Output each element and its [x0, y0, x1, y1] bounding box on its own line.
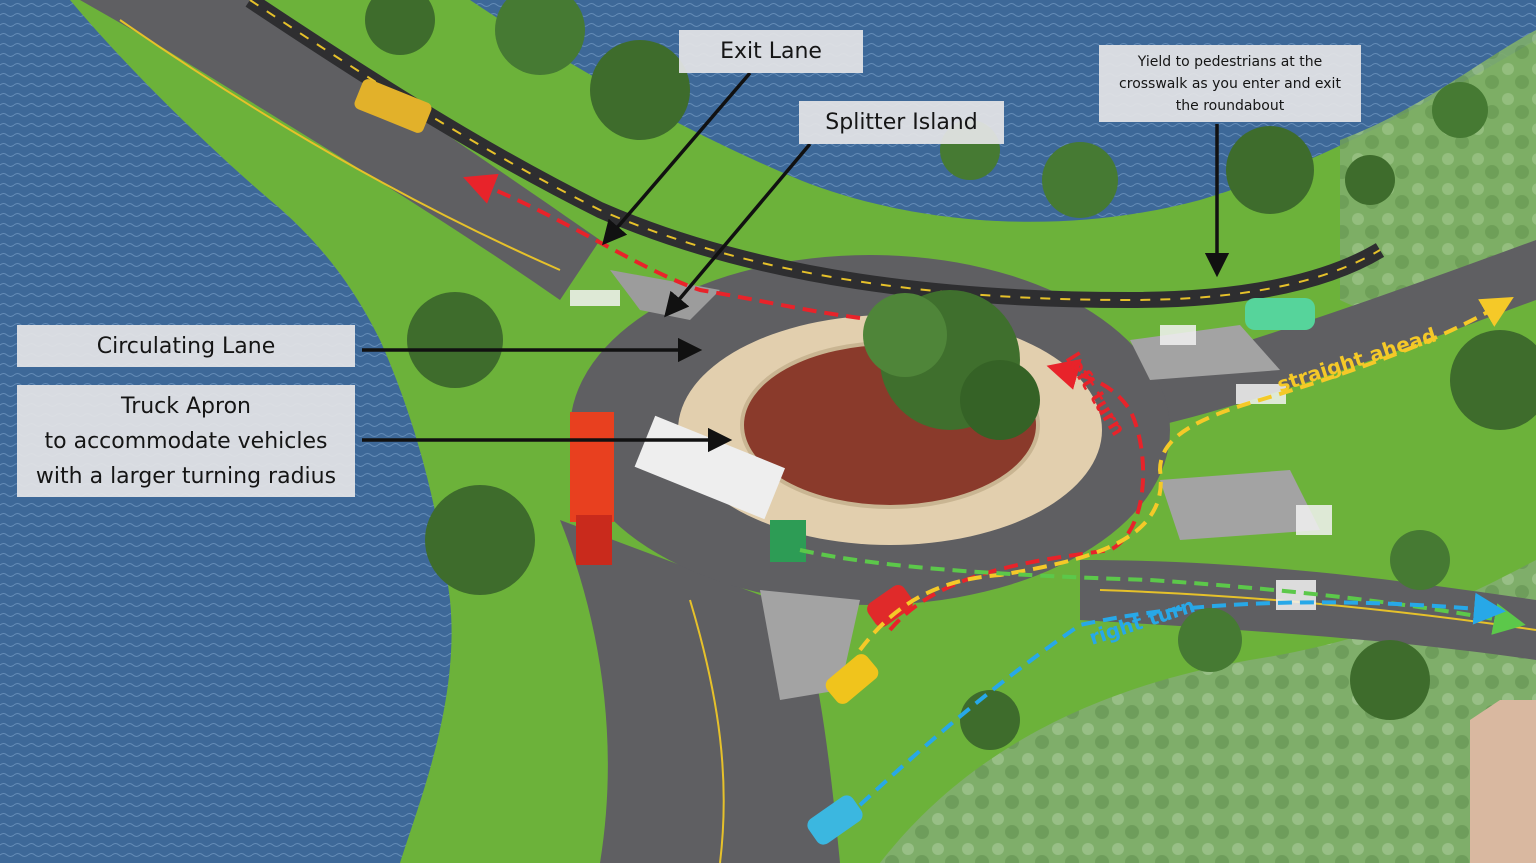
- splitter-island-text: Splitter Island: [825, 110, 978, 135]
- green-truck-cab: [770, 520, 806, 562]
- red-truck-trailer: [570, 412, 614, 522]
- building: [1470, 700, 1536, 863]
- trees: [365, 0, 1536, 750]
- callout-arrows: [362, 71, 1230, 453]
- exit-lane-text: Exit Lane: [720, 39, 822, 64]
- splitter-island-callout: Splitter Island: [799, 101, 1004, 144]
- exit-lane-route: [463, 173, 861, 320]
- splitter-island-pointer: [664, 142, 812, 318]
- right-turn-route: [858, 592, 1506, 807]
- splitter-island-bottom: [760, 590, 860, 700]
- truck-apron-text-line3: with a larger turning radius: [35, 463, 337, 489]
- exit-lane-callout: Exit Lane: [679, 30, 863, 73]
- yield-text-line2: crosswalk as you enter and exit: [1119, 75, 1341, 92]
- truck-apron-text-line2: to accommodate vehicles: [44, 428, 328, 454]
- yellow-car: [825, 654, 879, 704]
- yield-text-line1: Yield to pedestrians at the: [1137, 53, 1323, 70]
- teal-car: [1245, 298, 1315, 330]
- red-truck-cab: [576, 515, 612, 565]
- truck-apron-text-line1: Truck Apron: [120, 393, 251, 419]
- yield-callout: Yield to pedestrians at the crosswalk as…: [1099, 45, 1361, 122]
- straight-ahead-route: [858, 296, 1514, 652]
- crosswalks: [570, 290, 1332, 610]
- blue-car: [807, 795, 863, 845]
- red-car: [867, 585, 913, 627]
- exit-lane-pointer: [602, 71, 752, 246]
- yield-text-line3: the roundabout: [1175, 97, 1285, 114]
- splitter-island-right: [1160, 470, 1320, 540]
- circulating-lane-text: Circulating Lane: [96, 333, 276, 359]
- right-field: [1340, 30, 1536, 319]
- circulating-lane-callout: Circulating Lane: [17, 325, 355, 367]
- truck-apron-callout: Truck Apron to accommodate vehicles with…: [17, 385, 355, 497]
- school-bus: [354, 79, 432, 133]
